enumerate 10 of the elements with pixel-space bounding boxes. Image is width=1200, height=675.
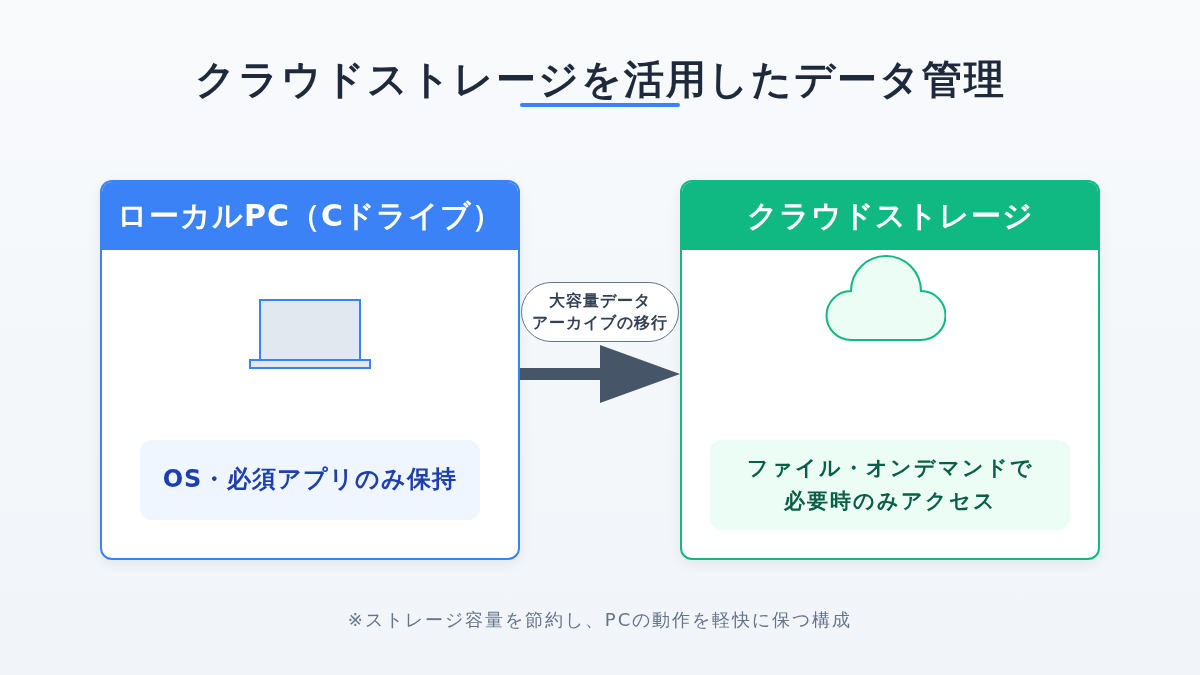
panel-header: クラウドストレージ [682,182,1098,250]
info-box: ファイル・オンデマンドで必要時のみアクセス [710,440,1070,530]
panel-header: ローカルPC（Cドライブ） [102,182,518,250]
footnote: ※ストレージ容量を節約し、PCの動作を軽快に保つ構成 [347,608,853,632]
info-box: OS・必須アプリのみ保持 [140,440,480,520]
title: クラウドストレージを活用したデータ管理 [194,56,1006,102]
panel [680,180,1100,560]
edge-label: 大容量データアーカイブの移行 [521,282,679,342]
arrow [520,345,680,403]
panel [100,180,520,560]
